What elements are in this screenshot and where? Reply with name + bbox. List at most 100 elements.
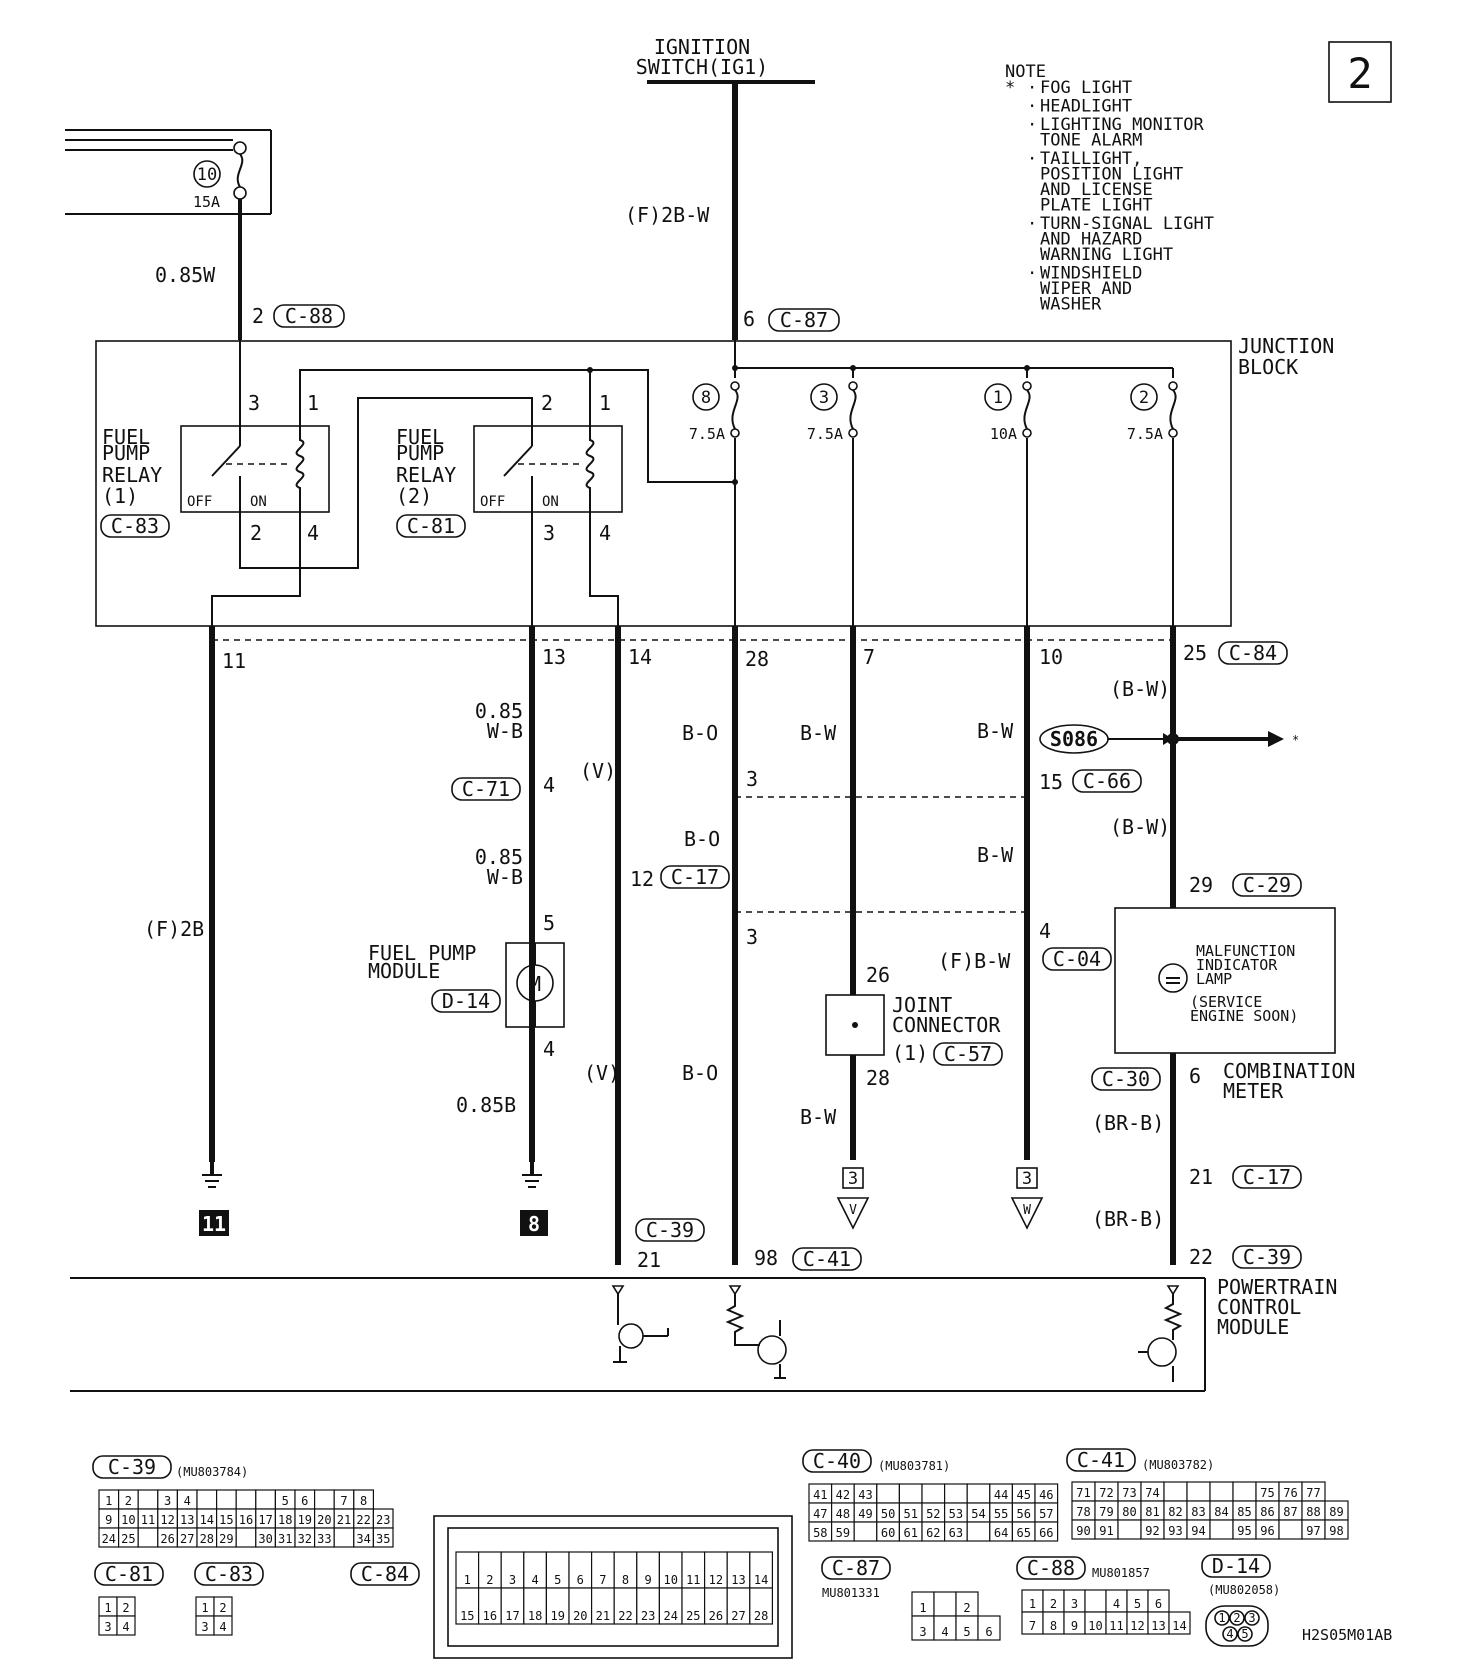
- svg-text:C-57: C-57: [944, 1042, 992, 1066]
- pin-cell: 12: [157, 1508, 179, 1529]
- svg-text:4: 4: [307, 521, 319, 545]
- fuse-rating: 7.5A: [807, 425, 843, 443]
- pin-number: 61: [903, 1526, 917, 1540]
- pin-cell: 76: [1278, 1481, 1303, 1502]
- pin-cell: 51: [898, 1502, 923, 1523]
- pin-number: 1: [104, 1601, 111, 1615]
- pin-number: 25: [121, 1532, 135, 1546]
- pin-number: 28: [200, 1532, 214, 1546]
- pin-cell: 27: [176, 1527, 198, 1548]
- connector-c39-tag-2: 22 C-39: [1189, 1245, 1302, 1269]
- pin-cell: 61: [898, 1521, 923, 1542]
- pin-number: 74: [1145, 1486, 1159, 1500]
- fuse-rating: 7.5A: [689, 425, 725, 443]
- pin-number: 6: [1155, 1597, 1162, 1611]
- pin-cell: 49: [853, 1502, 878, 1523]
- pin-number: 98: [1329, 1524, 1343, 1538]
- jb-pin-14: 14: [628, 645, 652, 669]
- pin-number: 97: [1306, 1524, 1320, 1538]
- pin-cell: 8: [613, 1551, 638, 1589]
- connector-c30-tag: C-30 6: [1091, 1064, 1201, 1091]
- pin-number: 4: [219, 1620, 226, 1634]
- pin-cell: 84: [1209, 1500, 1234, 1521]
- jb-pin-11: 11: [222, 649, 246, 673]
- pin-cell: 5: [1126, 1589, 1149, 1613]
- pin-cell: 12: [1126, 1611, 1149, 1635]
- pin-cell: 86: [1255, 1500, 1280, 1521]
- pin-cell: [853, 1521, 878, 1542]
- ignition-switch: IGNITION SWITCH(IG1): [636, 35, 815, 84]
- pin-number: 4: [1113, 1597, 1120, 1611]
- pin-cell: 4: [933, 1615, 957, 1641]
- pin-number: 8: [360, 1494, 367, 1508]
- svg-text:3: 3: [848, 1169, 858, 1189]
- svg-text:5: 5: [543, 911, 555, 935]
- svg-text:MODULE: MODULE: [1217, 1315, 1289, 1339]
- pin-number: 53: [949, 1507, 963, 1521]
- c17-pin-3-upper: 3: [746, 767, 758, 791]
- svg-text:1: 1: [599, 391, 611, 415]
- pin-cell: 47: [808, 1502, 833, 1523]
- note-item-3-line-0: TAILLIGHT,: [1040, 149, 1142, 169]
- pin-cell: [1209, 1481, 1234, 1502]
- pin-cell: 97: [1301, 1519, 1326, 1540]
- pin-cell: 2: [116, 1596, 136, 1617]
- pin-number: 89: [1329, 1505, 1343, 1519]
- pin-number: 1: [919, 1601, 926, 1615]
- pin-cell: [933, 1591, 957, 1617]
- pin-cell: 4: [1105, 1589, 1128, 1613]
- splice-marker: *: [1292, 733, 1299, 747]
- pin-cell: 2: [1042, 1589, 1065, 1613]
- svg-text:29: 29: [1189, 873, 1213, 897]
- pin-number: 5: [963, 1625, 970, 1639]
- wire-085-wb-1-color: W-B: [487, 719, 523, 743]
- page-number: 2: [1328, 41, 1392, 103]
- fuse-3: 37.5A: [807, 378, 859, 443]
- pin-number: 94: [1191, 1524, 1205, 1538]
- pin-cell: 5: [274, 1489, 296, 1510]
- svg-text:C-88: C-88: [1027, 1556, 1075, 1580]
- pin-cell: 88: [1301, 1500, 1326, 1521]
- wire-bw-right-2: B-W: [977, 843, 1014, 867]
- pin-cell: [1084, 1589, 1107, 1613]
- pin-cell: 66: [1034, 1521, 1059, 1542]
- pin-cell: 65: [1011, 1521, 1036, 1542]
- offpage-ref-v: 3 V: [836, 1167, 870, 1230]
- pin-cell: 16: [478, 1587, 502, 1625]
- svg-text:C-39: C-39: [1243, 1245, 1291, 1269]
- pin-number: 43: [858, 1488, 872, 1502]
- pin-cell: 77: [1301, 1481, 1326, 1502]
- pin-cell: 80: [1117, 1500, 1142, 1521]
- note-item-1-line-0: HEADLIGHT: [1040, 97, 1132, 117]
- pin-cell: [235, 1489, 257, 1510]
- pin-number: 13: [180, 1513, 194, 1527]
- pin-number: 33: [317, 1532, 331, 1546]
- svg-text:POWERTRAIN: POWERTRAIN: [1217, 1275, 1337, 1299]
- svg-text:4: 4: [543, 1037, 555, 1061]
- pin-number: 58: [813, 1526, 827, 1540]
- pin-number: 85: [1237, 1505, 1251, 1519]
- pin-number: 14: [754, 1573, 768, 1587]
- pin-number: 31: [278, 1532, 292, 1546]
- pin-number: 3: [919, 1625, 926, 1639]
- svg-text:LAMP: LAMP: [1196, 970, 1232, 988]
- pin-number: 27: [180, 1532, 194, 1546]
- wire-bw-right-1: B-W: [977, 719, 1014, 743]
- pin-number: 15: [219, 1513, 233, 1527]
- svg-text:6: 6: [1189, 1064, 1201, 1088]
- note-bullet: ·: [1027, 97, 1037, 117]
- pin-cell: 8: [1042, 1611, 1065, 1635]
- pin-cell: 3: [98, 1615, 118, 1636]
- pin-number: 1: [1029, 1597, 1036, 1611]
- pin-number: 59: [836, 1526, 850, 1540]
- svg-text:28: 28: [866, 1066, 890, 1090]
- wire-085b: 0.85B: [456, 1093, 516, 1117]
- svg-text:FUEL PUMP: FUEL PUMP: [368, 941, 476, 965]
- pin-number: 13: [731, 1573, 745, 1587]
- pin-cell: 1: [98, 1489, 120, 1510]
- pin-number: 28: [754, 1609, 768, 1623]
